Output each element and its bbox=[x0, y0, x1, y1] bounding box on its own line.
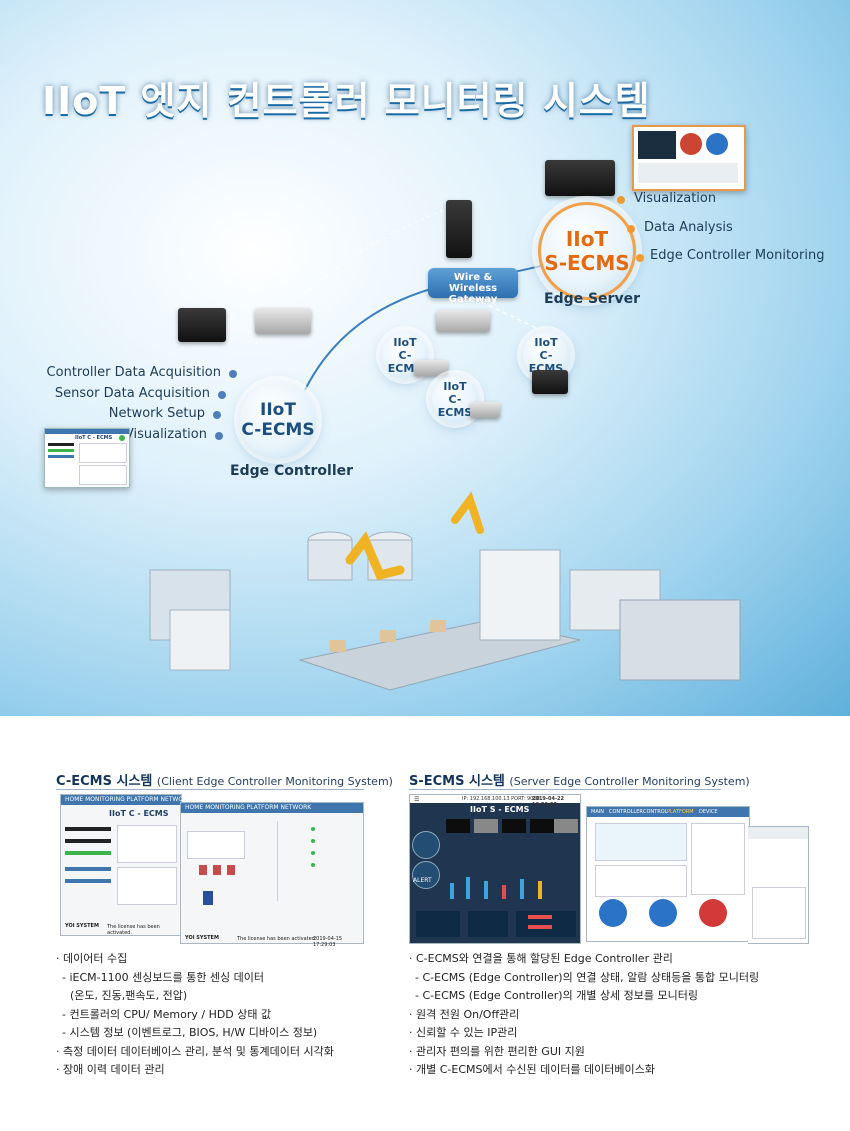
controller-feature-sensor-data: Sensor Data Acquisition bbox=[54, 386, 210, 401]
hero-banner: IIoT 엣지 컨트롤러 모니터링 시스템 IIoT S-ECMS Edge S… bbox=[0, 0, 850, 716]
page-title: IIoT 엣지 컨트롤러 모니터링 시스템 bbox=[42, 79, 651, 123]
list-item: - 컨트롤러의 CPU/ Memory / HDD 상태 값 bbox=[62, 1007, 272, 1021]
list-item: - iECM-1100 센싱보드를 통한 센싱 데이터 bbox=[62, 970, 265, 984]
s-ecms-hub: IIoT S-ECMS bbox=[538, 202, 636, 300]
edge-controller-image bbox=[255, 308, 311, 334]
controller-device-image bbox=[532, 370, 568, 394]
list-item: - 시스템 정보 (이벤트로그, BIOS, H/W 디바이스 정보) bbox=[62, 1026, 318, 1039]
c-ecms-screenshot-2: HOME MONITORING PLATFORM NETWORK YOI SYS… bbox=[180, 802, 364, 948]
list-item: · 관리자 편의를 위한 편리한 GUI 지원 bbox=[409, 1044, 585, 1058]
list-item: · 원격 전원 On/Off관리 bbox=[409, 1007, 520, 1021]
edge-server-caption: Edge Server bbox=[544, 291, 640, 307]
controller-feature-network-setup: Network Setup bbox=[108, 406, 205, 421]
gateway-badge: Wire & Wireless Gateway bbox=[428, 268, 518, 305]
server-rack-image bbox=[545, 160, 615, 196]
controller-device-image bbox=[414, 360, 448, 376]
controller-dashboard-thumbnail: IIoT C - ECMS bbox=[44, 428, 130, 488]
bullet-dot bbox=[617, 196, 625, 204]
list-item: · 장애 이력 데이터 관리 bbox=[56, 1063, 165, 1076]
bullet-dot bbox=[213, 411, 221, 419]
s-ecms-screenshot-3 bbox=[748, 826, 809, 944]
controller-device-image bbox=[470, 402, 500, 418]
c-ecms-screenshot-1: HOME MONITORING PLATFORM NETWORK IIoT C … bbox=[60, 794, 191, 936]
bullet-dot bbox=[627, 225, 635, 233]
s-ecms-feature-list: · C-ECMS와 연결을 통해 할당된 Edge Controller 관리 … bbox=[409, 950, 759, 1080]
server-feature-visualization: Visualization bbox=[634, 191, 717, 206]
list-item: - C-ECMS (Edge Controller)의 개별 상세 정보를 모니… bbox=[415, 989, 699, 1002]
bullet-dot bbox=[636, 254, 644, 262]
divider bbox=[409, 789, 721, 790]
list-item: · 개별 C-ECMS에서 수신된 데이터를 데이터베이스화 bbox=[409, 1063, 655, 1076]
menu-icon: ☰ bbox=[414, 796, 420, 803]
s-ecms-subtitle: (Server Edge Controller Monitoring Syste… bbox=[509, 775, 750, 788]
bullet-dot bbox=[215, 432, 223, 440]
gateway-device-image bbox=[446, 200, 472, 258]
s-ecms-section-title: S-ECMS 시스템 (Server Edge Controller Monit… bbox=[409, 774, 750, 789]
s-ecms-screenshot-1: ☰ IP: 192.168.100.13 PORT: 9000 2019-04-… bbox=[409, 794, 581, 944]
divider bbox=[56, 789, 364, 790]
server-dashboard-thumbnail bbox=[632, 125, 746, 191]
network-switch-image bbox=[436, 310, 490, 332]
controller-feature-visualization: Visualization bbox=[124, 427, 207, 442]
c-ecms-section-title: C-ECMS 시스템 (Client Edge Controller Monit… bbox=[56, 774, 393, 789]
factory-illustration bbox=[149, 491, 741, 691]
list-item: · 데이어터 수집 bbox=[56, 952, 128, 965]
list-item: · 신뢰할 수 있는 IP관리 bbox=[409, 1026, 518, 1039]
server-feature-data-analysis: Data Analysis bbox=[644, 220, 733, 235]
c-ecms-subtitle: (Client Edge Controller Monitoring Syste… bbox=[156, 775, 393, 788]
edge-controller-caption: Edge Controller bbox=[230, 463, 354, 479]
c-ecms-feature-list: · 데이어터 수집 - iECM-1100 센싱보드를 통한 센싱 데이터 (온… bbox=[56, 950, 334, 1080]
s-ecms-screenshot-2: MAIN CONTROLLER CONTROL PLATFORM DEVICE bbox=[586, 806, 750, 942]
edge-controller-image bbox=[178, 308, 226, 342]
list-item: · 측정 데이터 데이터베이스 관리, 분석 및 통계데이터 시각화 bbox=[56, 1044, 334, 1058]
bullet-dot bbox=[229, 370, 237, 378]
server-feature-edge-monitoring: Edge Controller Monitoring bbox=[650, 248, 825, 263]
bullet-dot bbox=[218, 391, 226, 399]
c-ecms-hub: IIoT C-ECMS bbox=[240, 382, 316, 458]
controller-feature-controller-data: Controller Data Acquisition bbox=[46, 365, 221, 380]
list-item: - C-ECMS (Edge Controller)의 연결 상태, 알람 상태… bbox=[415, 970, 760, 984]
list-item: (온도, 진동,팬속도, 전압) bbox=[70, 989, 188, 1002]
list-item: · C-ECMS와 연결을 통해 할당된 Edge Controller 관리 bbox=[409, 952, 673, 965]
